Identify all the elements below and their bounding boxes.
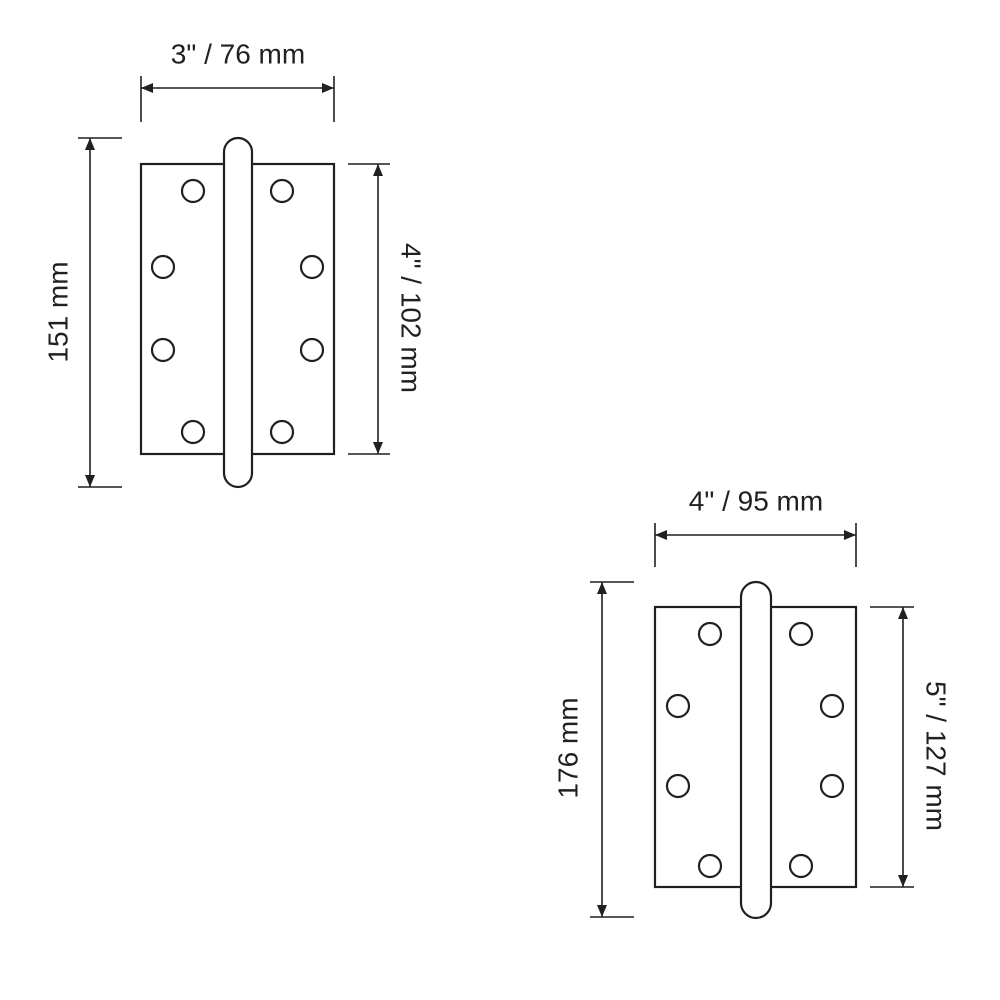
screw-hole [665, 693, 691, 719]
screw-holes [150, 178, 325, 445]
screw-hole [299, 254, 325, 280]
width-dimension: 4" / 95 mm [654, 485, 857, 567]
overall-height-dimension: 176 mm [552, 581, 634, 918]
screw-hole [788, 621, 814, 647]
hinge-knuckle-pin [739, 580, 773, 920]
overall-height-dimension: 151 mm [42, 137, 122, 488]
screw-hole [299, 337, 325, 363]
overall-height-label: 176 mm [552, 697, 583, 798]
width-label: 4" / 95 mm [689, 485, 823, 516]
width-dimension: 3" / 76 mm [140, 38, 335, 122]
width-label: 3" / 76 mm [171, 38, 305, 69]
screw-hole [788, 853, 814, 879]
leaf-height-dimension: 4" / 102 mm [348, 163, 427, 455]
screw-hole [697, 853, 723, 879]
hinge-3-inch: 3" / 76 mm 151 mm 4" / 102 mm [42, 38, 427, 489]
screw-holes [665, 621, 845, 879]
screw-hole [269, 419, 295, 445]
screw-hole [150, 254, 176, 280]
leaf-height-label: 5" / 127 mm [921, 681, 952, 831]
screw-hole [150, 337, 176, 363]
screw-hole [269, 178, 295, 204]
screw-hole [180, 178, 206, 204]
hinge-knuckle-pin [222, 136, 254, 489]
screw-hole [819, 693, 845, 719]
overall-height-label: 151 mm [42, 261, 73, 362]
screw-hole [180, 419, 206, 445]
screw-hole [665, 773, 691, 799]
leaf-height-label: 4" / 102 mm [396, 243, 427, 393]
hinge-4-inch: 4" / 95 mm 176 mm 5" / 127 mm [552, 485, 952, 920]
screw-hole [819, 773, 845, 799]
leaf-height-dimension: 5" / 127 mm [870, 606, 952, 888]
screw-hole [697, 621, 723, 647]
